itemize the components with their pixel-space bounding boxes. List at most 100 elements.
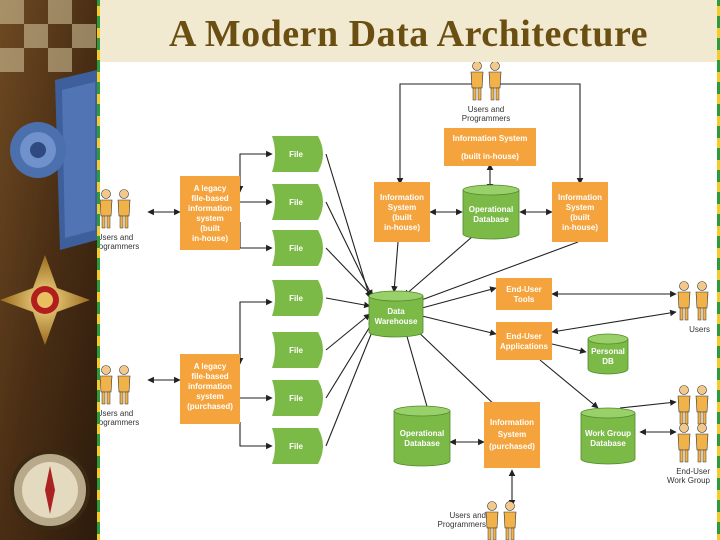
diagram-label: Tools	[514, 295, 535, 304]
border-dash	[717, 292, 720, 302]
border-dash	[97, 182, 100, 192]
border-dash	[717, 446, 720, 456]
diagram-label: in-house)	[562, 223, 598, 232]
border-dash	[97, 380, 100, 390]
info-system-top: Information System(built in-house)	[444, 128, 536, 166]
svg-text:Information System(built in-ho: Information System(built in-house)	[453, 134, 528, 161]
border-dash	[97, 50, 100, 60]
border-dash	[97, 248, 100, 258]
border-dash	[97, 116, 100, 126]
border-dash	[717, 6, 720, 16]
file-label: File	[289, 394, 303, 403]
border-dash	[717, 28, 720, 38]
decorative-border	[97, 0, 720, 540]
diagram-label: Users	[689, 325, 710, 334]
border-dash	[97, 468, 100, 478]
diagram-label: DB	[602, 357, 614, 366]
border-dash	[97, 446, 100, 456]
diagram-label: (built	[200, 224, 220, 233]
file-label: File	[289, 346, 303, 355]
border-dash	[717, 512, 720, 522]
diagram-label: Personal	[591, 347, 625, 356]
diagram-label: End-User	[676, 467, 710, 476]
file-label: File	[289, 244, 303, 253]
actor-label: Users	[689, 325, 710, 334]
border-dash	[97, 204, 100, 214]
border-dash	[717, 50, 720, 60]
diagram-label: (purchased)	[489, 442, 535, 451]
file-shape: File	[272, 380, 323, 416]
diagram-label: Database	[404, 439, 440, 448]
diagram-label: Work Group	[585, 429, 631, 438]
diagram-label: file-based	[191, 194, 228, 203]
diagram-label: information	[188, 382, 232, 391]
diagram-label: Operational	[469, 205, 513, 214]
diagram-label: Users and	[100, 233, 133, 242]
border-dash	[717, 468, 720, 478]
border-dash	[97, 534, 100, 540]
border-dash	[97, 314, 100, 324]
diagram-label: Programmers	[462, 114, 510, 123]
file-shape: File	[272, 428, 323, 464]
border-dash	[717, 402, 720, 412]
diagram-label: Programmers	[438, 520, 486, 529]
border-dash	[97, 270, 100, 280]
file-shape: File	[272, 230, 323, 266]
diagram-label: in-house)	[192, 234, 228, 243]
border-dash	[97, 226, 100, 236]
border-dash	[717, 72, 720, 82]
diagram-label: (built	[570, 213, 590, 222]
border-dash	[97, 512, 100, 522]
file-label: File	[289, 198, 303, 207]
border-dash	[97, 424, 100, 434]
border-dash	[97, 138, 100, 148]
border-dash	[97, 358, 100, 368]
diagram-label: Information	[490, 418, 534, 427]
file-shape: File	[272, 184, 323, 220]
border-dash	[717, 182, 720, 192]
border-dash	[97, 72, 100, 82]
diagram-label: Warehouse	[375, 317, 418, 326]
diagram-label: in-house)	[384, 223, 420, 232]
diagram-label: Work Group	[667, 476, 711, 485]
diagram-label: system	[196, 214, 224, 223]
diagram-label: A legacy	[194, 362, 227, 371]
users-and-programmers-bottom	[485, 501, 517, 540]
diagram-label: Programmers	[100, 242, 139, 251]
diagram-label: file-based	[191, 372, 228, 381]
medal-and-compass-photo	[0, 0, 97, 540]
border-dash	[97, 336, 100, 346]
border-dash	[717, 248, 720, 258]
diagram-label: End-User	[506, 285, 542, 294]
border-dash	[97, 160, 100, 170]
border-dash	[717, 160, 720, 170]
border-dash	[717, 534, 720, 540]
border-dash	[717, 270, 720, 280]
diagram-label: Database	[590, 439, 626, 448]
file-label: File	[289, 150, 303, 159]
diagram-label: information	[188, 204, 232, 213]
diagram-label: system	[196, 392, 224, 401]
